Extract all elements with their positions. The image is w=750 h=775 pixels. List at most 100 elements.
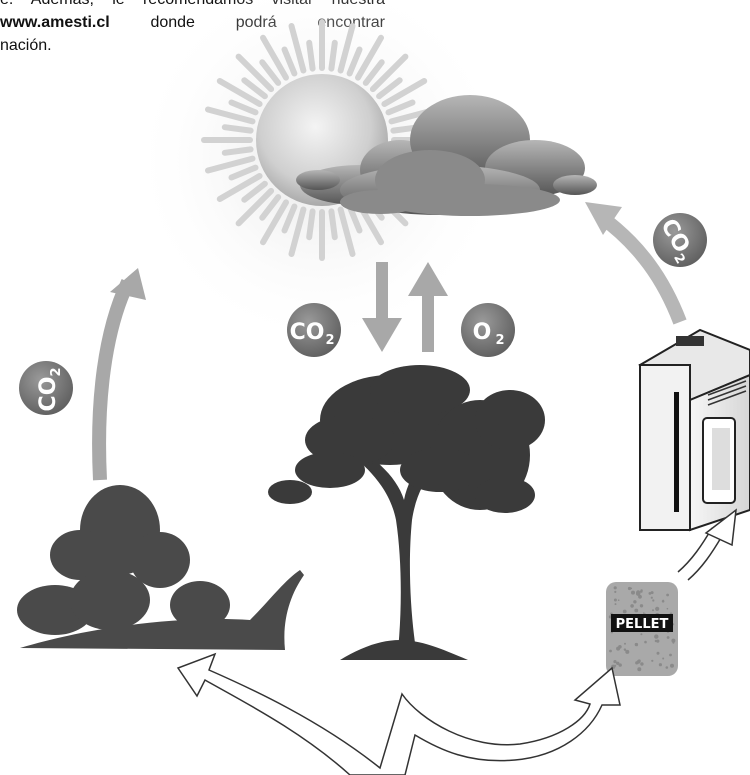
pellet-grain (630, 604, 634, 608)
sun-ray (228, 99, 259, 116)
intro-line-3: nación. (0, 37, 52, 54)
cloud-icon-front (340, 150, 560, 216)
pellet-grain (670, 663, 674, 668)
sun-ray (241, 180, 268, 203)
pellet-grain (609, 649, 612, 653)
sun-ray (281, 46, 298, 77)
pellet-bag-icon: PELLET (606, 582, 678, 676)
sun-ray (235, 53, 275, 93)
pellet-grain (654, 639, 658, 643)
pellet-grain (630, 587, 633, 590)
pellet-grain (669, 653, 672, 657)
pellet-grain (662, 657, 665, 660)
sun-ray (241, 77, 268, 100)
sun-ray (205, 106, 256, 125)
pellet-grain (613, 660, 617, 664)
sun-ray (260, 199, 289, 246)
sun-ray (281, 203, 298, 234)
sun-ray (288, 23, 307, 74)
pellet-grain (656, 639, 660, 643)
sun-ray (355, 34, 384, 81)
sun-ray (362, 59, 385, 86)
pellet-grain (666, 607, 669, 610)
pellet-stove-icon (638, 328, 750, 532)
o2-badge: O 2 (461, 303, 515, 357)
intro-line-1: e. Además, le recomendamos visitar nuest… (0, 0, 385, 11)
sun-ray (216, 173, 263, 202)
pellet-grain (639, 604, 644, 608)
pellet-grain (634, 642, 639, 647)
pellet-grain (652, 599, 655, 602)
pellet-grain (617, 599, 620, 601)
o2-up-arrow (408, 262, 448, 352)
sun-ray (385, 99, 416, 116)
pellet-grain (636, 590, 641, 595)
pellet-grain (633, 600, 637, 604)
co2-badge-left-sub: 2 (49, 367, 64, 376)
sun-ray (259, 194, 282, 221)
pellet-grain (652, 609, 654, 612)
pellet-grain (638, 594, 642, 599)
pellet-grain (618, 663, 622, 667)
o2-badge-text: O (473, 320, 492, 345)
pellet-grain (637, 667, 642, 672)
pellet-grain (634, 608, 639, 613)
sun-ray (369, 53, 409, 93)
pellet-grain (613, 586, 617, 590)
sun-ray (221, 124, 254, 134)
o2-badge-sub: 2 (495, 333, 504, 348)
sun-ray (376, 77, 403, 100)
co2-badge-center-text: CO (290, 320, 325, 345)
sun-ray (381, 78, 428, 107)
sun-ray (306, 208, 316, 241)
sun-ray (205, 155, 256, 174)
sun-ray (346, 46, 363, 77)
sun-ray (346, 203, 363, 234)
left-co2-arrow (92, 268, 146, 481)
pellet-grain (665, 666, 669, 669)
pellet-bag-label: PELLET (616, 617, 669, 632)
pellet-grain (666, 593, 669, 597)
co2-down-arrow (362, 262, 402, 352)
pellet-grain (661, 600, 665, 603)
pellet-grain (643, 612, 645, 614)
sun-ray (221, 146, 254, 156)
right-co2-arrow (585, 202, 687, 325)
sun-ray (259, 59, 282, 86)
sun-ray (228, 164, 259, 181)
pellet-grain (614, 590, 617, 594)
co2-badge-left: CO 2 (19, 361, 73, 415)
pellet-grain (650, 596, 653, 599)
pellet-grain (640, 633, 643, 636)
sun-ray (260, 34, 289, 81)
pellet-grain (671, 638, 676, 643)
co2-badge-center-sub: 2 (325, 333, 334, 348)
co2-badge-left-text: CO (36, 377, 61, 412)
sun-ray (235, 187, 275, 227)
pellet-grain (655, 606, 660, 612)
pellet-grain (614, 603, 617, 606)
pellet-grain (616, 646, 621, 651)
pellet-grain (616, 661, 620, 665)
pellet-grain (627, 586, 632, 591)
pellet-grain (625, 649, 630, 654)
sun-ray (288, 206, 307, 257)
pellet-grain (658, 663, 663, 667)
pellet-grain (666, 636, 670, 639)
pellet-grain (651, 659, 654, 662)
pellet-grain (613, 598, 617, 602)
sun-ray (328, 39, 338, 72)
pellet-grain (624, 642, 626, 645)
pellet-grain (635, 661, 639, 665)
sun-ray (216, 78, 263, 107)
co2-badge-right: CO 2 (653, 213, 707, 267)
pellet-grain (672, 641, 675, 644)
sun-ray (337, 23, 356, 74)
pellet-grain (648, 592, 652, 595)
tree-icon (268, 365, 545, 660)
website-link[interactable]: www.amesti.cl (0, 14, 110, 31)
bottom-arrows (176, 652, 621, 775)
pellet-grain (656, 651, 660, 655)
pellet-grain (640, 662, 644, 666)
